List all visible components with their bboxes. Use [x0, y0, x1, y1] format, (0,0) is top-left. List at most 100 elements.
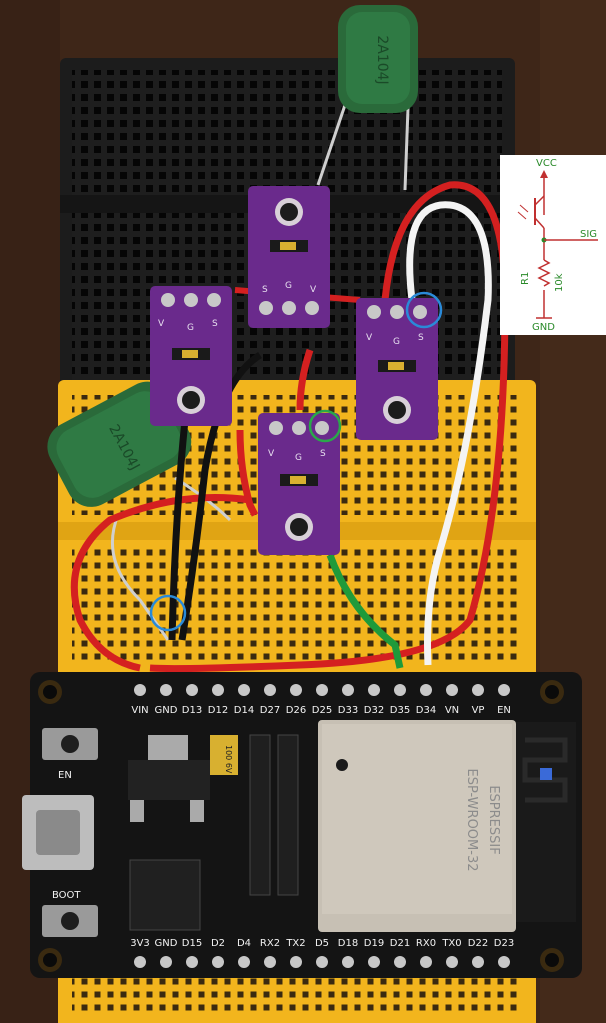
pin-label-d32: D32 — [364, 705, 384, 716]
black-wire-2 — [168, 419, 189, 641]
header-pin-vn — [446, 684, 458, 696]
header-pin-tx0 — [446, 956, 458, 968]
sensor-right-pin-s: S — [418, 333, 424, 343]
pin-label-d35: D35 — [390, 705, 410, 716]
pin-label-d23: D23 — [494, 938, 514, 949]
header-pin-d25 — [316, 684, 328, 696]
header-pin-3v3 — [134, 956, 146, 968]
header-pin-d13 — [186, 684, 198, 696]
white-wire — [406, 201, 492, 666]
pin-label-gnd: GND — [155, 705, 178, 716]
pin-label-rx0: RX0 — [416, 938, 436, 949]
sensor-board-right: V G S — [356, 298, 438, 440]
highlight-center-sensor-s-pin — [308, 409, 342, 443]
tantalum-capacitor — [210, 735, 238, 775]
schematic-sig-label: SIG — [580, 229, 597, 240]
pin-label-3v3: 3V3 — [130, 938, 150, 949]
sensor-board-center: V G S — [258, 413, 340, 555]
pin-label-d25: D25 — [312, 705, 332, 716]
header-pin-d27 — [264, 684, 276, 696]
tantalum-cap-marking: 100 6V — [224, 745, 233, 774]
sensor-center-pin-v: V — [268, 449, 275, 459]
schematic-gnd-label: GND — [532, 322, 555, 333]
sensor-board-top: S G V — [248, 186, 330, 328]
pin-label-d18: D18 — [338, 938, 358, 949]
pin-label-d2: D2 — [211, 938, 225, 949]
sensor-left-pin-g: G — [187, 323, 194, 333]
green-wire — [326, 553, 404, 669]
header-pin-d23 — [498, 956, 510, 968]
header-pin-d32 — [368, 684, 380, 696]
header-pin-d21 — [394, 956, 406, 968]
header-pin-d14 — [238, 684, 250, 696]
esp32-dev-board: ESPRESSIF ESP-WROOM-32 EN BOOT 100 6V VI… — [22, 672, 582, 978]
header-pin-d15 — [186, 956, 198, 968]
sensor-top-pin-s: S — [262, 285, 268, 295]
pin-label-d5: D5 — [315, 938, 329, 949]
red-wire-mid — [236, 429, 259, 517]
pin-label-tx2: TX2 — [285, 938, 305, 949]
red-wire-left — [70, 494, 251, 672]
pin-label-d21: D21 — [390, 938, 410, 949]
sensor-board-left: V G S — [150, 286, 232, 426]
header-pin-tx2 — [290, 956, 302, 968]
header-pin-rx0 — [420, 956, 432, 968]
sensor-left-pin-s: S — [212, 319, 218, 329]
capacitor-top-marking: 2A104J — [374, 35, 390, 84]
header-pin-d34 — [420, 684, 432, 696]
header-pin-vp — [472, 684, 484, 696]
pin-label-gnd: GND — [155, 938, 178, 949]
header-pin-gnd — [160, 684, 172, 696]
header-pin-d5 — [316, 956, 328, 968]
header-pin-rx2 — [264, 956, 276, 968]
header-pin-d22 — [472, 956, 484, 968]
header-pin-en — [498, 684, 510, 696]
pin-label-d15: D15 — [182, 938, 202, 949]
header-pin-d35 — [394, 684, 406, 696]
pin-label-tx0: TX0 — [441, 938, 461, 949]
pin-label-d13: D13 — [182, 705, 202, 716]
header-pin-d19 — [368, 956, 380, 968]
pin-label-en: EN — [497, 705, 511, 716]
header-pin-gnd — [160, 956, 172, 968]
pin-label-d34: D34 — [416, 705, 436, 716]
highlight-right-sensor-s-pin — [405, 291, 443, 329]
pin-label-rx2: RX2 — [260, 938, 280, 949]
header-pin-d12 — [212, 684, 224, 696]
en-button-label: EN — [58, 770, 72, 781]
black-wire-1 — [178, 352, 262, 641]
pin-label-d14: D14 — [234, 705, 254, 716]
sensor-right-pin-g: G — [393, 337, 400, 347]
header-pin-vin — [134, 684, 146, 696]
header-pin-d18 — [342, 956, 354, 968]
sensor-left-pin-v: V — [158, 319, 165, 329]
voltage-regulator — [128, 760, 210, 800]
schematic-10k-label: 10k — [554, 273, 565, 292]
pin-label-d27: D27 — [260, 705, 280, 716]
pin-label-d33: D33 — [338, 705, 358, 716]
sensor-center-pin-s: S — [320, 449, 326, 459]
capacitor-top: 2A104J — [316, 5, 418, 191]
sensor-top-pin-v: V — [310, 285, 317, 295]
sensor-top-pin-g: G — [285, 281, 292, 291]
sensor-center-pin-g: G — [295, 453, 302, 463]
red-wire-short — [296, 348, 314, 411]
pin-label-d22: D22 — [468, 938, 488, 949]
highlight-capacitor-lead — [149, 594, 187, 632]
header-pin-d26 — [290, 684, 302, 696]
pin-label-d4: D4 — [237, 938, 251, 949]
pin-label-vn: VN — [445, 705, 459, 716]
pin-label-vp: VP — [472, 705, 485, 716]
pin-label-d19: D19 — [364, 938, 384, 949]
usb-uart-chip — [129, 859, 201, 931]
schematic-inset: VCC SIG R1 10k GND — [500, 155, 606, 335]
header-pin-d33 — [342, 684, 354, 696]
header-pin-d2 — [212, 956, 224, 968]
module-model: ESP-WROOM-32 — [464, 769, 479, 872]
pin-label-d26: D26 — [286, 705, 306, 716]
pin-label-vin: VIN — [131, 705, 148, 716]
schematic-r1-label: R1 — [520, 272, 531, 285]
header-pin-d4 — [238, 956, 250, 968]
red-wire-top — [149, 181, 509, 673]
